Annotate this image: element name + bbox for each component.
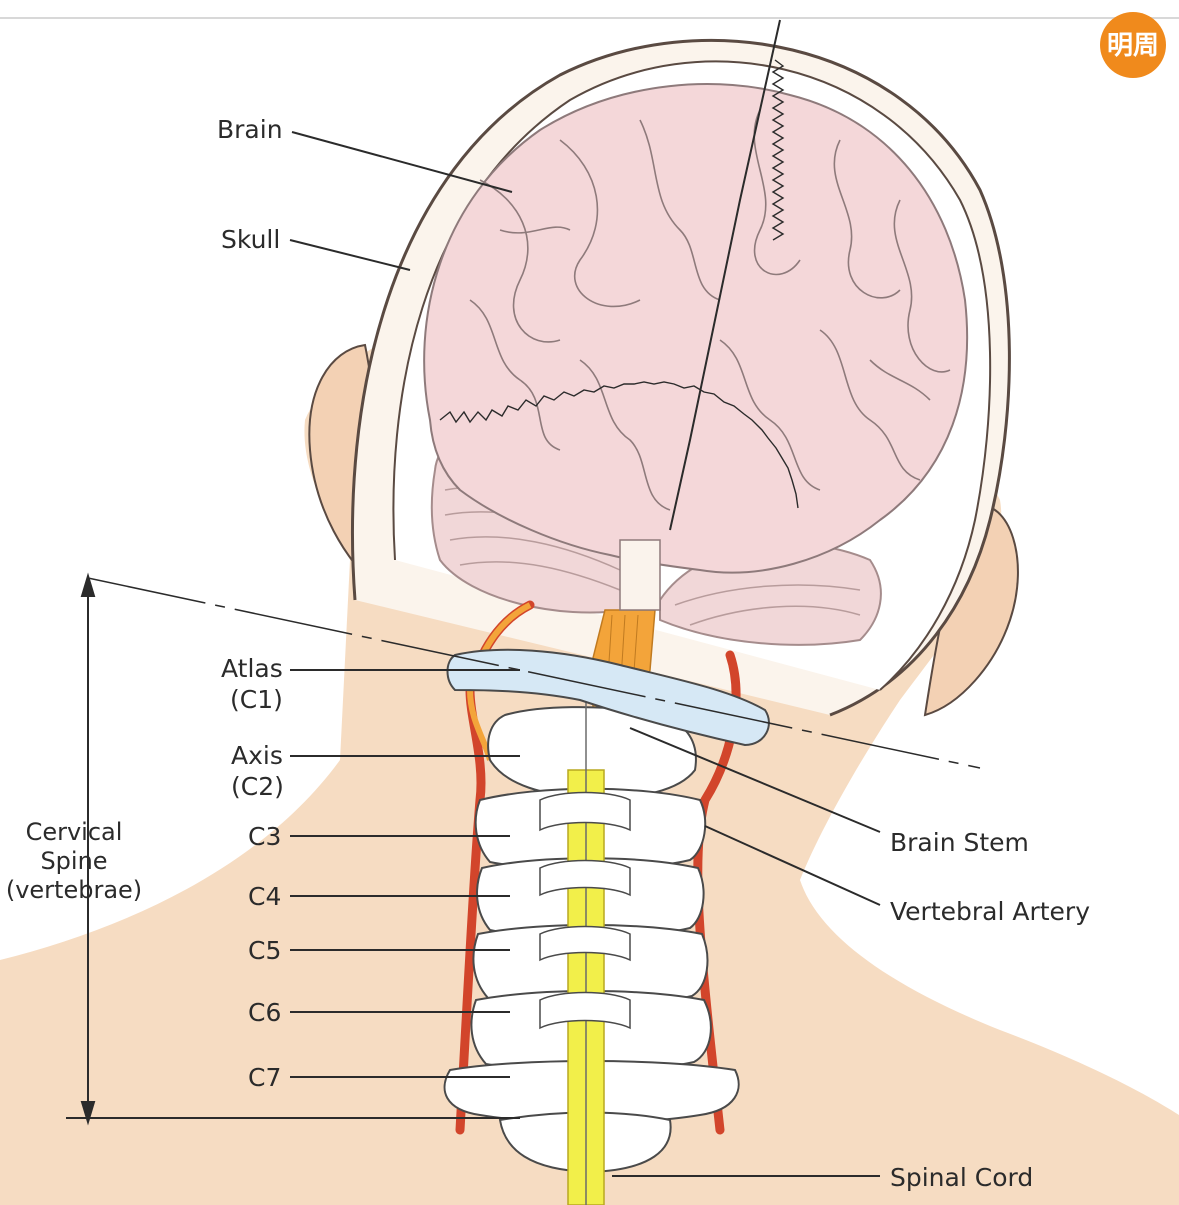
logo-text: 明周 (1107, 31, 1159, 61)
label-cervical-line2: Spine (40, 847, 107, 875)
publisher-logo: 明周 (1100, 12, 1166, 78)
label-c3: C3 (248, 822, 281, 851)
label-c7: C7 (248, 1063, 281, 1092)
label-brain: Brain (217, 115, 283, 144)
label-brain-stem: Brain Stem (890, 828, 1029, 857)
cervical-bracket (66, 572, 520, 1126)
brain-cerebrum (423, 83, 969, 574)
label-axis: Axis (231, 741, 283, 770)
label-c5: C5 (248, 936, 281, 965)
label-c4: C4 (248, 882, 281, 911)
label-skull: Skull (221, 225, 280, 254)
sagittal-suture (771, 59, 785, 241)
medulla (619, 539, 661, 611)
brain-gyri (469, 109, 951, 511)
atlas-c1 (446, 648, 770, 747)
label-spinal-cord: Spinal Cord (890, 1163, 1033, 1192)
label-cervical-line3: (vertebrae) (6, 876, 142, 904)
plane-line (87, 577, 981, 769)
lambdoid-suture (439, 381, 799, 509)
label-atlas: Atlas (221, 654, 283, 683)
longitudinal-fissure (669, 19, 781, 531)
label-atlas-code: (C1) (230, 685, 283, 714)
logo-badge (1100, 12, 1166, 78)
vertebral-laminae (539, 791, 631, 1030)
label-vertebral-artery: Vertebral Artery (890, 897, 1090, 926)
leader-lines (289, 131, 881, 1177)
label-c6: C6 (248, 998, 281, 1027)
label-cervical-line1: Cervical (26, 818, 123, 846)
label-axis-code: (C2) (231, 772, 284, 801)
